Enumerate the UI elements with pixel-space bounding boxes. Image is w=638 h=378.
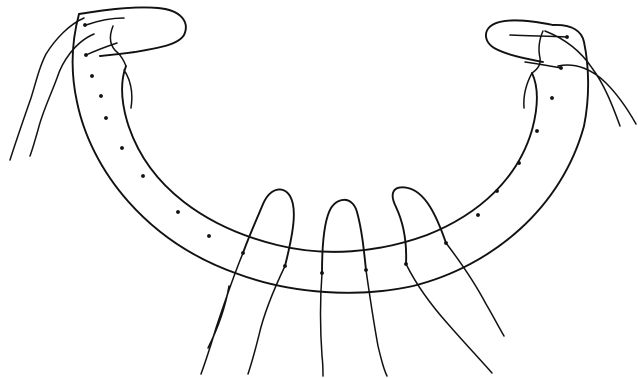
hole-dot-right-7	[476, 213, 480, 217]
hole-dot-left-2	[84, 53, 88, 57]
left-tab	[79, 7, 186, 56]
hole-dot-left-5	[104, 116, 108, 120]
right-tab-inner-fold	[532, 31, 543, 73]
right-center-hanging-strand	[366, 270, 387, 376]
left-loop-suture	[243, 189, 294, 266]
hole-dot-right-5	[517, 161, 521, 165]
hole-dot-left-3	[90, 74, 94, 78]
band-right-inner-slit	[524, 73, 532, 108]
left-suture-tail-2	[30, 34, 94, 156]
center-hanging-strand	[321, 273, 324, 376]
hole-dot-left-6	[120, 146, 124, 150]
hole-dot-left-9	[207, 234, 211, 238]
left-tab-inner-fold	[110, 26, 126, 66]
hole-dot-left-8	[176, 210, 180, 214]
right-hanging-strand	[406, 264, 492, 373]
right-tab	[486, 20, 553, 62]
hole-dot-right-2	[559, 66, 563, 70]
left-bottom-connector	[208, 286, 229, 348]
band-inner-edge	[122, 66, 537, 252]
hole-dot-left-4	[99, 94, 103, 98]
right-tab-suture-line	[510, 35, 567, 37]
hole-dot-left-1	[83, 23, 87, 27]
center-loop-suture	[322, 200, 366, 273]
hole-dot-right-6	[495, 189, 499, 193]
left-tab-suture-line-2	[86, 43, 117, 55]
right-loop-suture	[393, 187, 446, 264]
far-right-hanging-strand	[446, 243, 504, 336]
right-suture-tail-1	[545, 31, 620, 126]
left-tab-suture-line	[86, 18, 124, 25]
hole-dot-right-3	[550, 96, 554, 100]
hole-dot-right-4	[535, 129, 539, 133]
band-left-inner-slit	[124, 70, 132, 108]
hole-dot-right-1	[565, 35, 569, 39]
hole-dot-left-7	[141, 174, 145, 178]
left-suture-tail-1	[10, 18, 84, 160]
right-suture-tail-2	[558, 65, 636, 124]
